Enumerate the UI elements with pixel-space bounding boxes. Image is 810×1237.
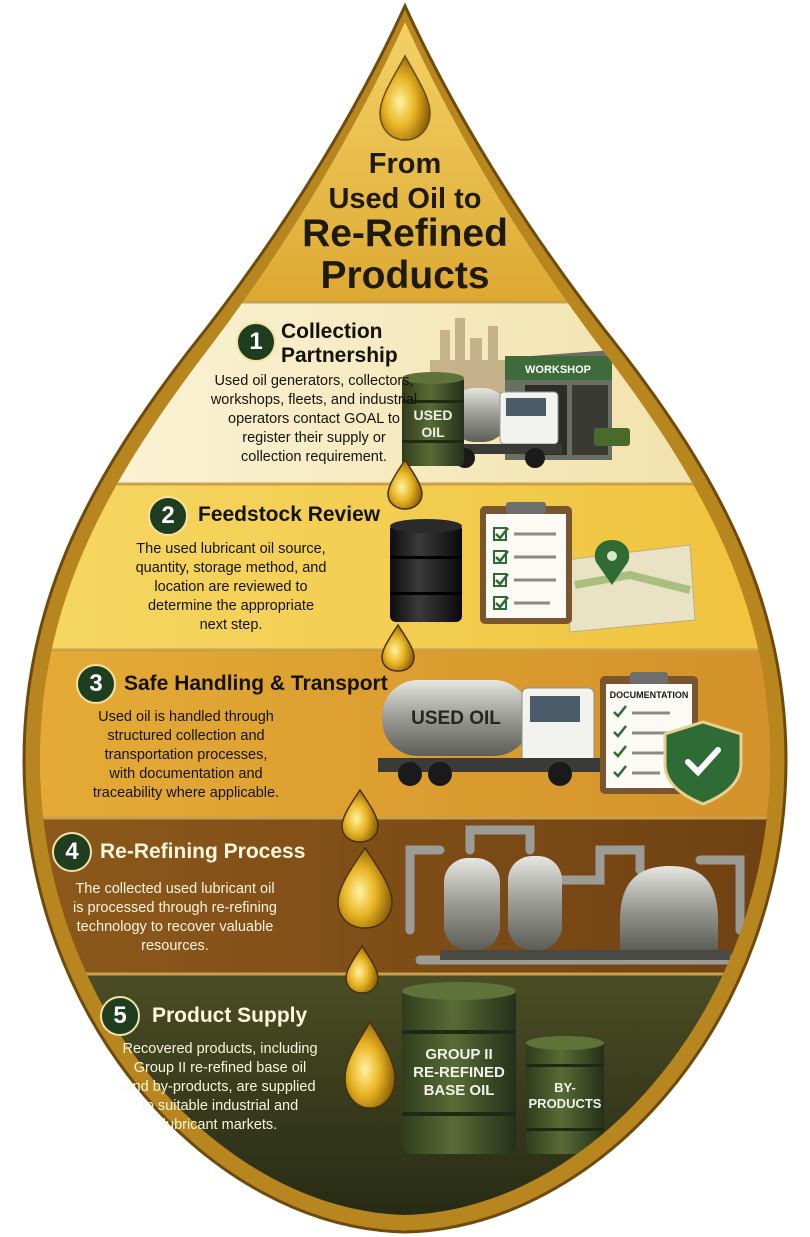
- group-ii-drum-label: GROUP II RE-REFINED BASE OIL: [404, 1046, 514, 1100]
- title-line-4: Products: [320, 254, 490, 297]
- step-3-desc-line: traceability where applicable.: [92, 785, 280, 801]
- oil-drop-icon-5: [345, 944, 379, 994]
- refinery-tank-2: [508, 856, 562, 950]
- refinery-tank-1: [444, 858, 500, 950]
- oil-drop-icon-2: [381, 623, 415, 672]
- step-1-desc-line: Used oil generators, collectors,: [214, 373, 414, 389]
- step-2-desc-line: quantity, storage method, and: [135, 560, 327, 576]
- step-3-desc-line: with documentation and: [109, 766, 263, 782]
- step-5-desc-line: Recovered products, including: [122, 1041, 318, 1057]
- title-line-1: From: [368, 148, 442, 180]
- top-oil-drop-icon: [379, 54, 431, 141]
- oil-drop-icon-3: [341, 788, 379, 843]
- step-2-desc-line: next step.: [199, 617, 263, 633]
- step-5-desc-line: Group II re-refined base oil: [133, 1060, 307, 1076]
- step-5-heading: Product Supply: [152, 1004, 308, 1027]
- step-1-desc-line: workshops, fleets, and industrial: [210, 392, 418, 408]
- tanker-label: USED OIL: [411, 708, 501, 729]
- oil-drop-icon-4: [337, 846, 393, 929]
- step-1-desc-line: collection requirement.: [241, 449, 387, 465]
- checklist-icon: [493, 527, 556, 610]
- step-3-heading: Safe Handling & Transport: [124, 672, 388, 695]
- refinery-tank-3: [620, 866, 718, 950]
- step-5-badge: 5: [100, 996, 140, 1036]
- step3-illustration: USED OIL DOCUMENTATION: [378, 672, 743, 806]
- drum-group-line: GROUP II: [425, 1046, 493, 1063]
- oil-drops: [337, 458, 423, 1109]
- step-4-desc-line: technology to recover valuable: [76, 919, 274, 935]
- step-1-description: Used oil generators, collectors, worksho…: [196, 372, 432, 467]
- title-line-3: Re-Refined: [302, 212, 508, 255]
- drum-label-used: USED: [414, 407, 453, 423]
- drum-by-line: BY-: [554, 1080, 576, 1095]
- step-4-desc-line: is processed through re-refining: [73, 900, 277, 916]
- step-2-heading: Feedstock Review: [198, 503, 381, 526]
- drum-by-line: PRODUCTS: [528, 1096, 602, 1111]
- step-4-desc-line: The collected used lubricant oil: [75, 881, 275, 897]
- workshop-sign-text: WORKSHOP: [525, 364, 591, 376]
- drum-group-line: RE-REFINED: [413, 1064, 505, 1081]
- by-products-drum: [526, 1040, 604, 1154]
- step-1-heading-line-2: Partnership: [281, 344, 398, 367]
- step-4-heading: Re-Refining Process: [100, 840, 306, 863]
- step-4-description: The collected used lubricant oil is proc…: [44, 880, 306, 956]
- step-5-desc-line: to suitable industrial and: [141, 1098, 299, 1114]
- step-3-description: Used oil is handled through structured c…: [56, 708, 316, 803]
- step-4-desc-line: resources.: [141, 938, 209, 954]
- oil-drop-icon-6: [344, 1020, 396, 1109]
- used-oil-drum: [402, 376, 464, 466]
- by-products-drum-label: BY- PRODUCTS: [528, 1080, 602, 1112]
- step-1-desc-line: register their supply or: [242, 430, 386, 446]
- step-1-badge: 1: [236, 322, 276, 362]
- step-5-description: Recovered products, including Group II r…: [96, 1040, 344, 1135]
- step-3-badge: 3: [76, 664, 116, 704]
- step-3-desc-line: Used oil is handled through: [98, 709, 274, 725]
- workshop-sign: [505, 356, 612, 380]
- step-3-desc-line: transportation processes,: [104, 747, 268, 763]
- map-pin-icon: [594, 540, 630, 585]
- step-5-desc-line: and by-products, are supplied: [124, 1079, 316, 1095]
- tanker: [382, 680, 530, 756]
- step1-illustration: WORKSHOP USED OIL: [402, 318, 630, 468]
- step-5-desc-line: lubricant markets.: [162, 1117, 278, 1133]
- step4-illustration: [405, 825, 765, 965]
- step2-illustration: [390, 502, 696, 633]
- step-3-desc-line: structured collection and: [107, 728, 265, 744]
- step-1-desc-line: operators contact GOAL to: [228, 411, 400, 427]
- step-1-heading-line-1: Collection: [281, 320, 383, 343]
- step-2-description: The used lubricant oil source, quantity,…: [108, 540, 354, 635]
- title-line-2: Used Oil to: [328, 183, 482, 215]
- step-4-badge: 4: [52, 832, 92, 872]
- oil-drop-icon-1: [387, 458, 423, 510]
- step-2-desc-line: location are reviewed to: [154, 579, 308, 595]
- clipboard-label: DOCUMENTATION: [610, 690, 689, 700]
- step5-illustration: [402, 982, 604, 1154]
- drum-group-line: BASE OIL: [423, 1082, 495, 1099]
- drum-label-oil: OIL: [421, 424, 445, 440]
- black-drum: [390, 524, 462, 622]
- step-2-badge: 2: [148, 496, 188, 536]
- step-2-desc-line: determine the appropriate: [147, 598, 315, 614]
- step-2-desc-line: The used lubricant oil source,: [136, 541, 326, 557]
